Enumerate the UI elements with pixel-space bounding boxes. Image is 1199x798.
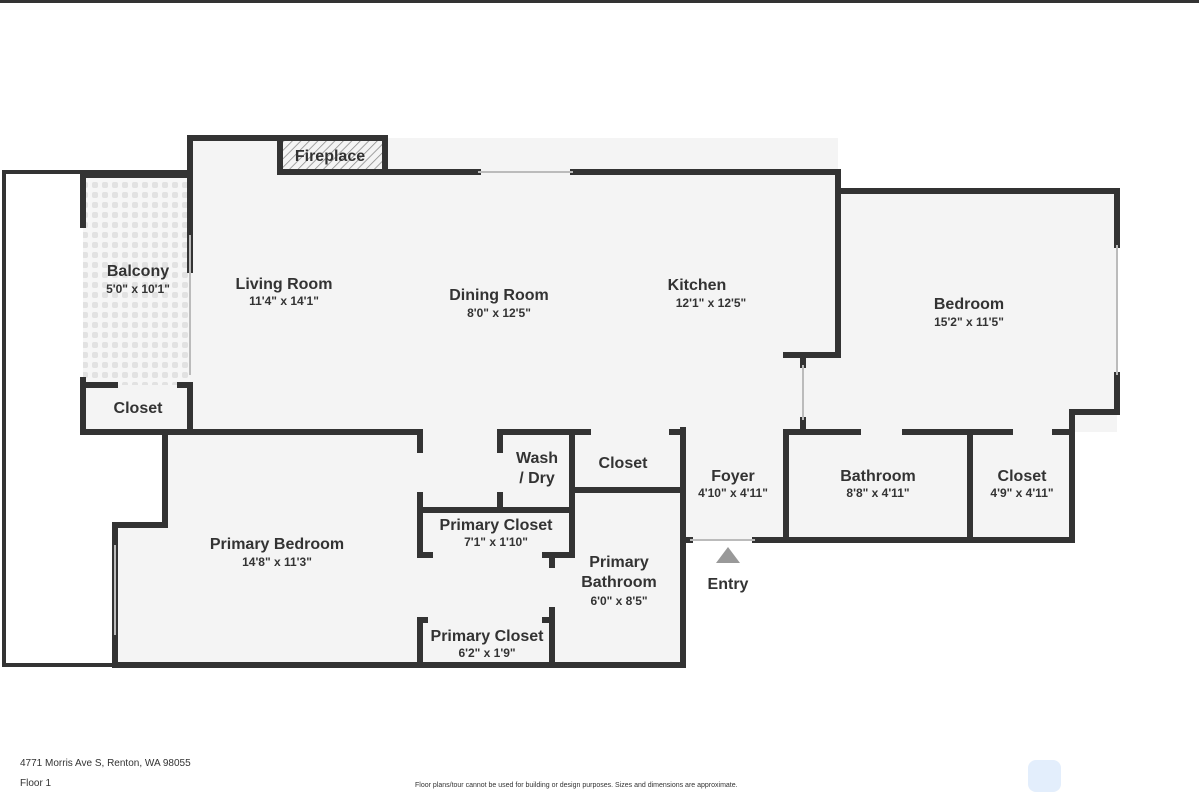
primary-bedroom-dim: 14'8" x 11'3" xyxy=(242,555,312,569)
living-room-label: Living Room xyxy=(236,276,333,293)
disclaimer: Floor plans/tour cannot be used for buil… xyxy=(415,782,738,789)
closet-balcony-label: Closet xyxy=(114,400,164,417)
bedroom-label: Bedroom xyxy=(934,296,1004,313)
entry-arrow-icon xyxy=(716,547,740,563)
fireplace-hatch xyxy=(283,141,382,169)
wash-label: Wash xyxy=(516,450,558,467)
walls xyxy=(2,135,1120,668)
entry-label: Entry xyxy=(708,576,749,593)
primary-bathroom-label-1: Primary xyxy=(589,554,649,571)
dining-room-label: Dining Room xyxy=(449,287,549,304)
primary-closet-1-label: Primary Closet xyxy=(440,517,554,534)
foyer-label: Foyer xyxy=(711,468,755,485)
closet-bed-label: Closet xyxy=(998,468,1048,485)
primary-bathroom-label-2: Bathroom xyxy=(581,574,657,591)
room-floors xyxy=(83,138,1117,665)
dining-room-dim: 8'0" x 12'5" xyxy=(467,306,531,320)
windows-doors xyxy=(114,171,1118,635)
kitchen-dim: 12'1" x 12'5" xyxy=(676,296,746,310)
primary-closet-1-dim: 7'1" x 1'10" xyxy=(464,535,528,549)
fireplace-label: Fireplace xyxy=(295,148,365,165)
bathroom-label: Bathroom xyxy=(840,468,916,485)
balcony-dim: 5'0" x 10'1" xyxy=(106,282,170,296)
bedroom-dim: 15'2" x 11'5" xyxy=(934,315,1004,329)
primary-closet-2-label: Primary Closet xyxy=(431,628,545,645)
balcony-label: Balcony xyxy=(107,263,169,280)
closet-bed-dim: 4'9" x 4'11" xyxy=(990,486,1053,500)
kitchen-label: Kitchen xyxy=(668,277,727,294)
top-border xyxy=(0,0,1199,3)
dry-label: / Dry xyxy=(519,470,555,487)
viewer-badge[interactable] xyxy=(1028,760,1061,792)
living-room-dim: 11'4" x 14'1" xyxy=(249,294,319,308)
primary-bathroom-dim: 6'0" x 8'5" xyxy=(590,594,647,608)
primary-bedroom-label: Primary Bedroom xyxy=(210,536,344,553)
closet-hall-label: Closet xyxy=(599,455,649,472)
bathroom-dim: 8'8" x 4'11" xyxy=(846,486,909,500)
foyer-dim: 4'10" x 4'11" xyxy=(698,486,768,500)
primary-closet-2-dim: 6'2" x 1'9" xyxy=(458,646,515,660)
balcony-tiles xyxy=(83,175,190,385)
floor-label: Floor 1 xyxy=(20,778,52,789)
address: 4771 Morris Ave S, Renton, WA 98055 xyxy=(20,758,191,769)
